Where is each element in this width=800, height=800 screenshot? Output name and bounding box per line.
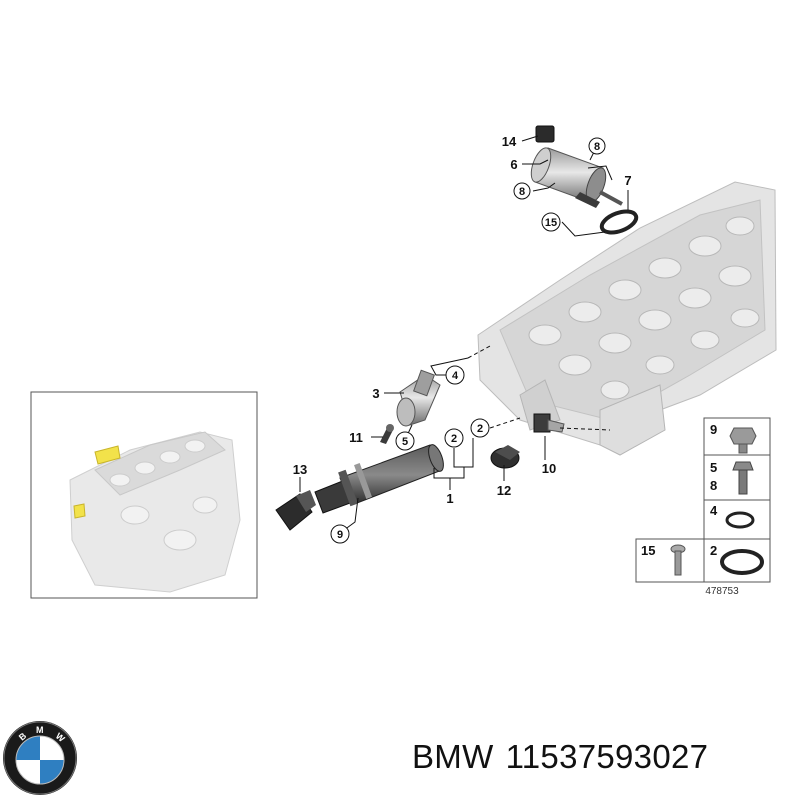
sensor-part-3 <box>396 369 441 427</box>
callout-14: 14 <box>502 134 517 149</box>
diagram-number: 478753 <box>705 586 739 597</box>
highlighted-part <box>94 445 121 465</box>
callout-1: 1 <box>446 491 453 506</box>
o-ring-part-7 <box>599 209 639 235</box>
legend-label-4: 4 <box>710 503 718 518</box>
callout-4: 4 <box>452 370 459 382</box>
legend-label-8: 8 <box>710 478 717 493</box>
callout-10: 10 <box>542 461 556 476</box>
solenoid-valve-part <box>530 125 623 208</box>
callout-13: 13 <box>293 462 307 477</box>
o-ring-large-icon <box>720 549 764 575</box>
circled-callouts <box>330 137 606 544</box>
part-number-caption: BMW 11537593027 <box>412 738 720 776</box>
sensor-part-10 <box>533 413 565 433</box>
bolt-part-11 <box>380 424 394 444</box>
callout-9: 9 <box>337 529 343 541</box>
legend-label-2: 2 <box>710 543 717 558</box>
engine-overview-inset <box>30 391 258 599</box>
flange-screw-icon <box>732 461 754 495</box>
svg-text:M: M <box>36 725 44 735</box>
callout-11: 11 <box>349 430 363 445</box>
callout-3: 3 <box>372 386 379 401</box>
control-valve-part-1 <box>314 444 444 514</box>
callout-8-bottom: 8 <box>519 186 525 198</box>
callout-7: 7 <box>624 173 631 188</box>
cap-part-12 <box>490 445 520 469</box>
fastener-legend-table: 9 5 8 4 2 15 <box>635 417 771 583</box>
callout-8-top: 8 <box>594 141 600 153</box>
callout-6: 6 <box>510 157 517 172</box>
part-number: 11537593027 <box>505 738 709 775</box>
svg-text:B: B <box>17 730 29 742</box>
holder-part-13 <box>275 490 316 531</box>
bmw-logo: B M W <box>3 721 77 795</box>
legend-label-15: 15 <box>641 543 655 558</box>
bolt-icon <box>729 427 757 454</box>
brand-name: BMW <box>412 738 494 775</box>
callout-2-left: 2 <box>451 433 457 445</box>
legend-label-5: 5 <box>710 460 717 475</box>
callout-5: 5 <box>402 436 408 448</box>
callout-12: 12 <box>497 483 511 498</box>
callout-15: 15 <box>545 217 557 229</box>
o-ring-small-icon <box>725 511 755 529</box>
callout-2-right: 2 <box>477 423 483 435</box>
cylinder-head-illustration <box>477 181 777 456</box>
legend-label-9: 9 <box>710 422 717 437</box>
self-tapping-screw-icon <box>670 544 686 576</box>
